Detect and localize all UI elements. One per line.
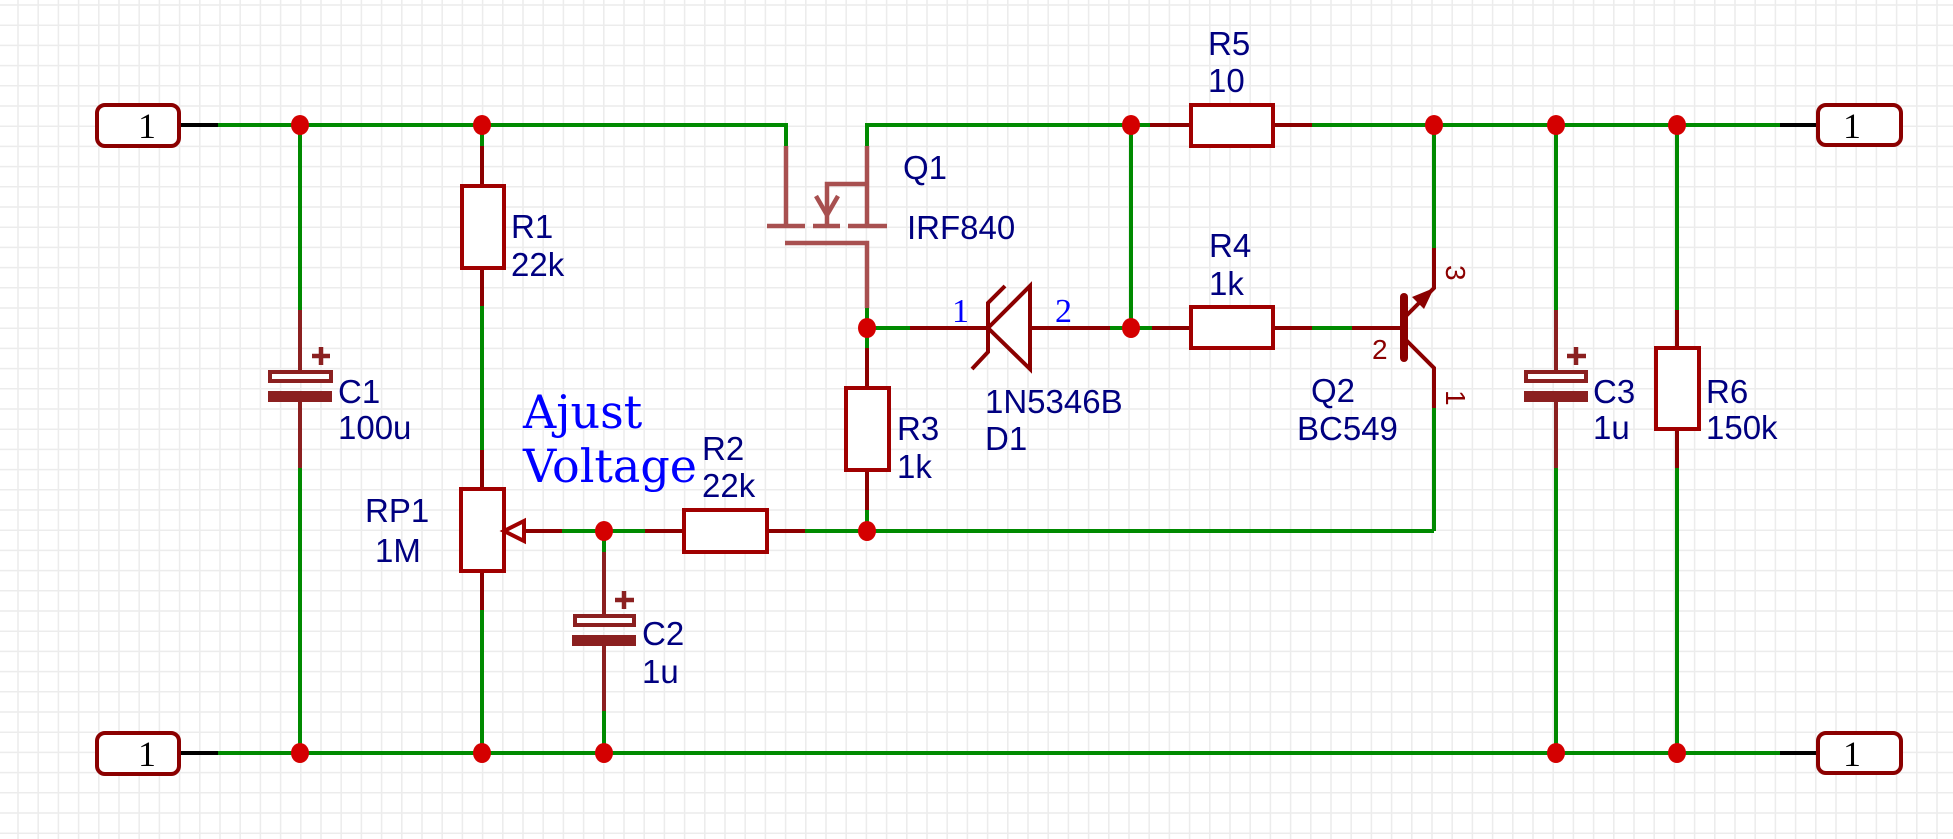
component-value: IRF840	[907, 209, 1015, 246]
capacitor-plate-negative	[572, 635, 636, 646]
junction-dot[interactable]	[1425, 115, 1443, 135]
transistor-q2[interactable]: 2 3 1 Q2 BC549	[1297, 248, 1471, 447]
junction-dot[interactable]	[1122, 318, 1140, 338]
component-ref: Q2	[1311, 372, 1355, 409]
connector-pin-label: 1	[1843, 106, 1861, 146]
junction-dot[interactable]	[291, 115, 309, 135]
junction-dot[interactable]	[858, 521, 876, 541]
component-value: 100u	[338, 409, 411, 446]
emitter-arrow-icon	[1412, 288, 1434, 309]
component-ref: R3	[897, 410, 939, 447]
component-ref: R2	[702, 430, 744, 467]
component-ref: R4	[1209, 227, 1251, 264]
resistor-r6[interactable]: R6 150k	[1654, 310, 1778, 468]
component-value: 1u	[1593, 409, 1630, 446]
component-ref: RP1	[365, 492, 429, 529]
capacitor-plate-negative	[1524, 391, 1588, 402]
connector-pin-label: 1	[1843, 734, 1861, 774]
component-ref: Q1	[903, 149, 947, 186]
plus-icon	[312, 347, 330, 365]
connector-box	[95, 103, 181, 148]
junction-dot[interactable]	[858, 318, 876, 338]
junction-dot[interactable]	[291, 743, 309, 763]
resistor-r4[interactable]: R4 1k	[1152, 227, 1312, 350]
note-line-2: Voltage	[522, 439, 697, 493]
connector-input-bottom[interactable]: 1	[95, 731, 218, 776]
resistor-r2[interactable]: R2 22k	[645, 430, 805, 554]
capacitor-c2[interactable]: C2 1u	[572, 552, 684, 711]
component-value: BC549	[1297, 410, 1398, 447]
resistor-r5[interactable]: R5 10	[1150, 25, 1312, 148]
junctions	[291, 115, 1686, 763]
capacitor-plate-positive	[573, 614, 636, 627]
plus-icon	[615, 591, 634, 609]
connector-output-top[interactable]: 1	[1780, 103, 1903, 147]
junction-dot[interactable]	[1668, 115, 1686, 135]
component-value: 22k	[511, 246, 565, 283]
component-ref: R5	[1208, 25, 1250, 62]
component-ref: D1	[985, 420, 1027, 457]
junction-dot[interactable]	[595, 743, 613, 763]
wiper-arrow-icon[interactable]	[499, 517, 526, 545]
component-ref: C3	[1593, 373, 1635, 410]
zener-diode-d1[interactable]: 1 2 1N5346B D1	[910, 281, 1123, 457]
capacitor-c1[interactable]: C1 100u	[268, 310, 411, 468]
junction-dot[interactable]	[1668, 743, 1686, 763]
component-value: 150k	[1706, 409, 1778, 446]
component-ref: C2	[642, 615, 684, 652]
resistor-r3[interactable]: R3 1k	[844, 348, 939, 510]
pin-number: 2	[1055, 293, 1072, 330]
capacitor-plate-positive	[1524, 370, 1588, 383]
connector-box	[1816, 731, 1903, 775]
pin-number-collector: 1	[1440, 390, 1471, 406]
component-ref: R6	[1706, 373, 1748, 410]
junction-dot[interactable]	[1547, 115, 1565, 135]
connector-output-bottom[interactable]: 1	[1780, 731, 1903, 775]
component-value: 1k	[1209, 265, 1244, 302]
pin-number-emitter: 3	[1440, 265, 1471, 281]
component-value: 22k	[702, 467, 756, 504]
mosfet-q1[interactable]: Q1 IRF840	[767, 146, 1015, 308]
connector-pin-label: 1	[138, 106, 156, 146]
junction-dot[interactable]	[1122, 115, 1140, 135]
connector-box	[95, 731, 181, 776]
note-line-1: Ajust	[522, 385, 643, 439]
component-value: 1M	[375, 532, 421, 569]
component-ref: R1	[511, 208, 553, 245]
junction-dot[interactable]	[473, 743, 491, 763]
potentiometer-rp1[interactable]: RP1 1M	[365, 450, 562, 610]
plus-icon	[1567, 347, 1586, 365]
component-value: 1u	[642, 653, 679, 690]
arrow-down-icon	[814, 194, 840, 220]
junction-dot[interactable]	[595, 521, 613, 541]
capacitor-c3[interactable]: C3 1u	[1524, 310, 1635, 468]
component-value: 1k	[897, 448, 932, 485]
junction-dot[interactable]	[1547, 743, 1565, 763]
adjust-voltage-note: Ajust Voltage	[522, 385, 697, 493]
component-ref: C1	[338, 373, 380, 410]
connector-input-top[interactable]: 1	[95, 103, 218, 148]
capacitor-plate-negative	[268, 391, 332, 402]
component-value: 10	[1208, 62, 1245, 99]
pin-number-base: 2	[1372, 334, 1388, 365]
resistor-r1[interactable]: R1 22k	[460, 146, 565, 306]
diode-triangle-icon	[985, 281, 1032, 374]
connector-box	[1816, 103, 1903, 147]
pin-number: 1	[952, 293, 969, 330]
connector-pin-label: 1	[138, 734, 156, 774]
capacitor-plate-positive	[268, 370, 333, 383]
junction-dot[interactable]	[473, 115, 491, 135]
component-value: 1N5346B	[985, 383, 1123, 420]
